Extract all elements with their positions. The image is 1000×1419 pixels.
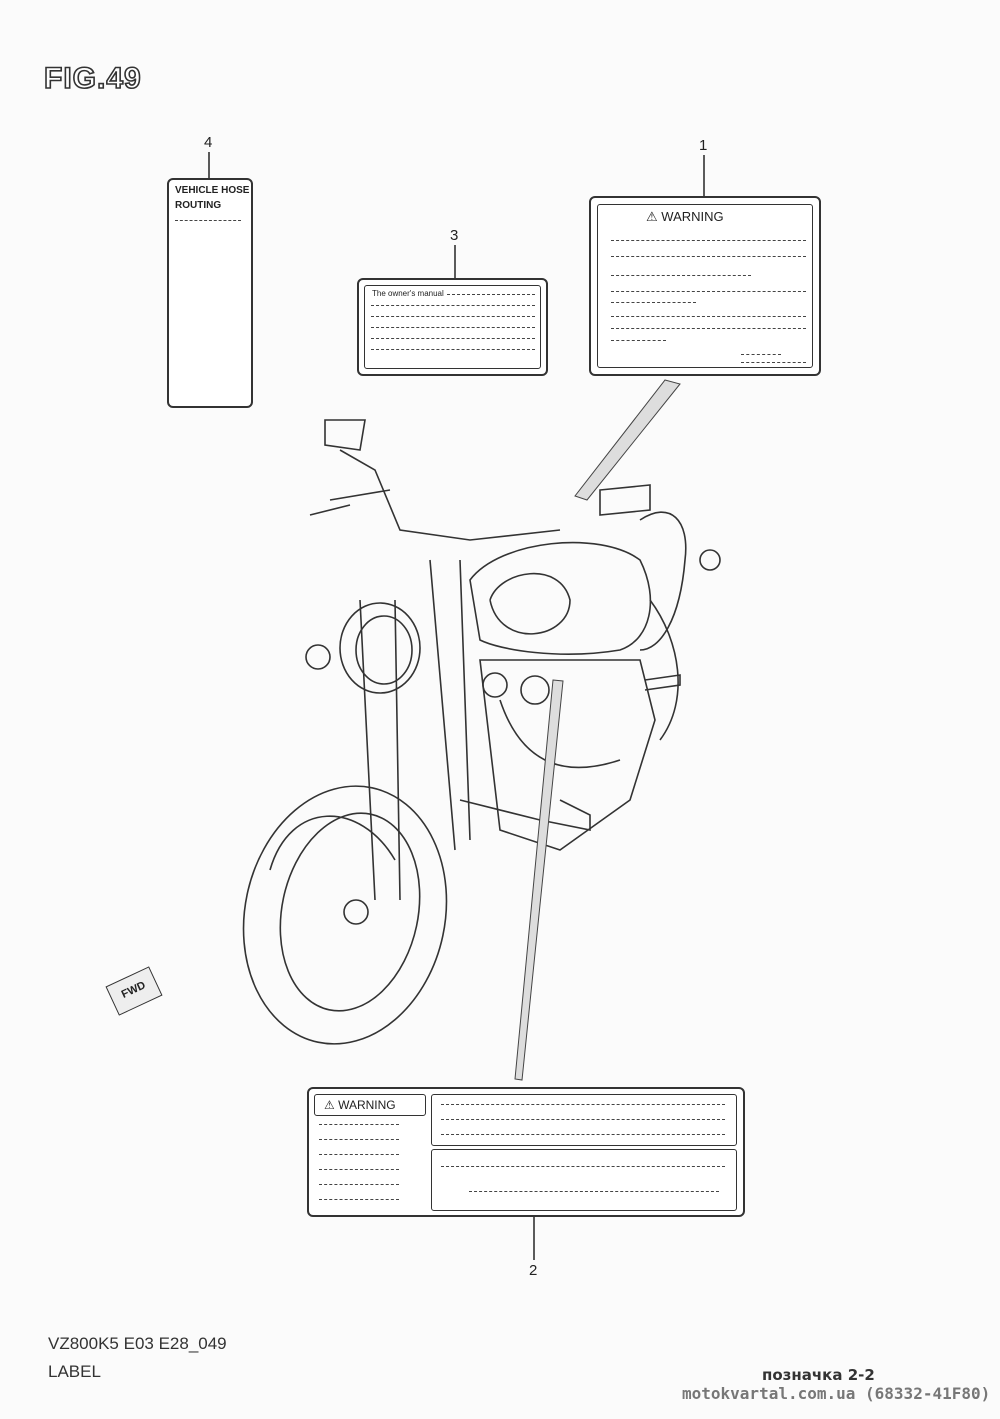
label-4-line2: ROUTING [175,200,222,211]
label-warning-2: ⚠ WARNING [307,1087,745,1217]
section-name: LABEL [48,1362,101,1381]
label-1-heading: ⚠ WARNING [646,209,724,224]
callout-1: 1 [699,137,708,154]
label-owners-manual: The owner's manual [357,278,548,376]
label-4-line1: VEHICLE HOSE [175,185,250,196]
label-warning-1: ⚠ WARNING [589,196,821,376]
callout-4: 4 [204,134,213,151]
callout-3: 3 [450,227,459,244]
reference-text: позначка 2-2 [762,1366,875,1384]
label-vehicle-hose-routing: VEHICLE HOSE ROUTING [167,178,253,408]
label-2-heading: ⚠ WARNING [324,1098,396,1112]
label-1-heading-text: WARNING [661,209,724,224]
model-code: VZ800K5 E03 E28_049 [48,1334,227,1353]
label-2-heading-text: WARNING [338,1098,396,1112]
site-watermark: motokvartal.com.ua (68332-41F80) [682,1384,991,1403]
fwd-text: FWD [119,979,148,1001]
figure-title: FIG.49 [43,61,142,96]
callout-2: 2 [529,1262,538,1279]
label-3-heading: The owner's manual [372,289,444,298]
